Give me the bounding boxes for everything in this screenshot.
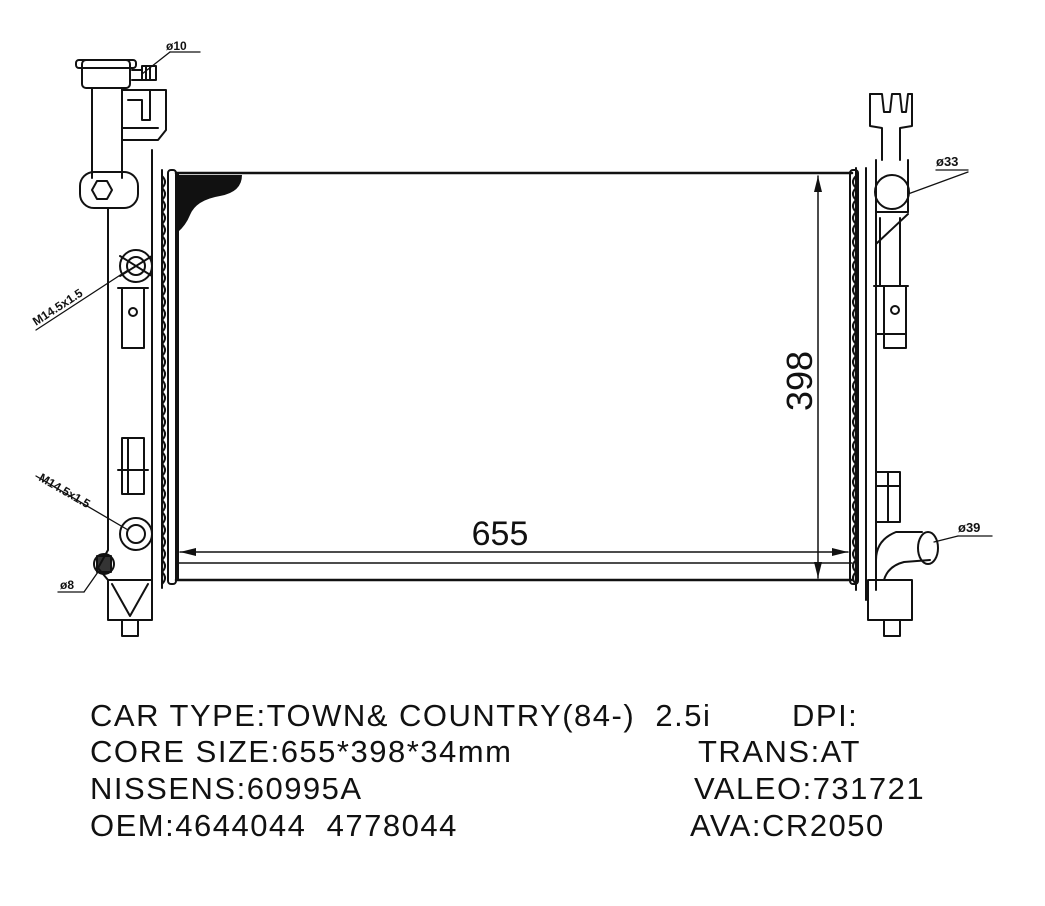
cap-diameter-label: ø10 (166, 39, 187, 53)
right-tank (849, 93, 939, 637)
leader-lines (35, 51, 993, 593)
spec-valeo: VALEO:731721 (694, 771, 926, 806)
drain-diameter-label: ø8 (60, 578, 74, 592)
left-tank (75, 59, 177, 637)
spec-ava: AVA:CR2050 (690, 808, 885, 843)
core-corner-fill (178, 175, 242, 232)
width-dimension-label: 655 (472, 515, 529, 553)
spec-dpi: DPI: (792, 698, 859, 733)
inlet-diameter-label: ø33 (936, 154, 958, 169)
bottom-thread-label: M14.5x1.5 (37, 470, 93, 511)
spec-core-size: CORE SIZE:655*398*34mm (90, 734, 513, 769)
height-dimension-label: 398 (779, 351, 820, 411)
spec-nissens: NISSENS:60995A (90, 771, 363, 806)
spec-trans: TRANS:AT (698, 734, 861, 769)
top-thread-label: M14.5x1.5 (30, 286, 85, 329)
spec-oem: OEM:4644044 4778044 (90, 808, 458, 843)
outlet-diameter-label: ø39 (958, 520, 980, 535)
spec-car-type: CAR TYPE:TOWN& COUNTRY(84-) 2.5i (90, 698, 712, 733)
height-dimension (814, 175, 822, 579)
width-dimension (179, 548, 849, 556)
